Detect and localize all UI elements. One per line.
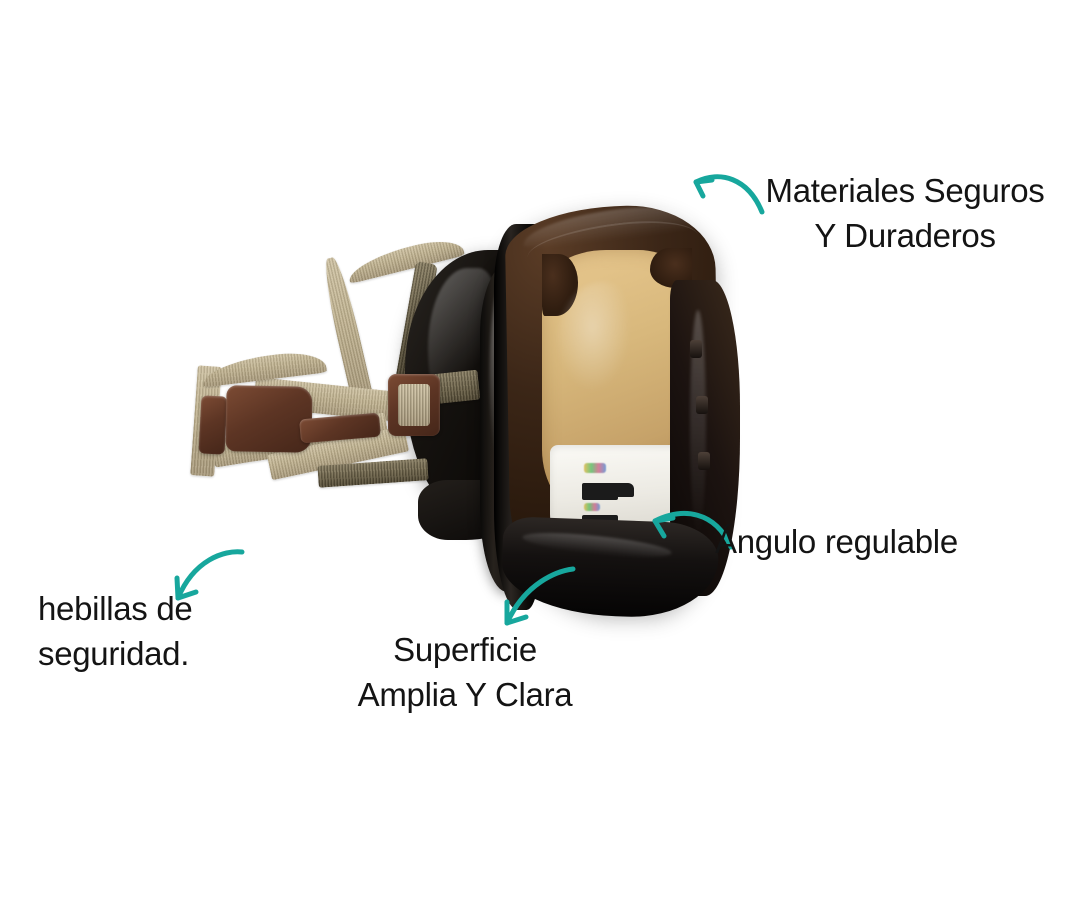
buckle-body — [225, 385, 313, 453]
outer-rim-highlight — [690, 310, 706, 540]
hinge-pin — [698, 452, 710, 470]
label-speck — [584, 463, 606, 473]
callout-hebillas-seguridad: hebillas de seguridad. — [38, 590, 193, 673]
redacted-mark — [582, 490, 618, 500]
callout-materiales-seguros: Materiales Seguros Y Duraderos — [765, 172, 1045, 255]
callout-superficie-amplia: Superficie Amplia Y Clara — [357, 631, 573, 714]
buckle-slider-window — [398, 384, 430, 426]
product-photo — [150, 190, 750, 620]
tan-panel-sheen — [554, 282, 650, 432]
label-speck — [584, 503, 600, 511]
callout-angulo-regulable: Ángulo regulable — [715, 523, 958, 560]
hinge-pin — [696, 396, 708, 414]
buckle-side-release — [198, 395, 228, 455]
bottom-lip — [500, 516, 720, 620]
hinge-pin — [690, 340, 702, 358]
